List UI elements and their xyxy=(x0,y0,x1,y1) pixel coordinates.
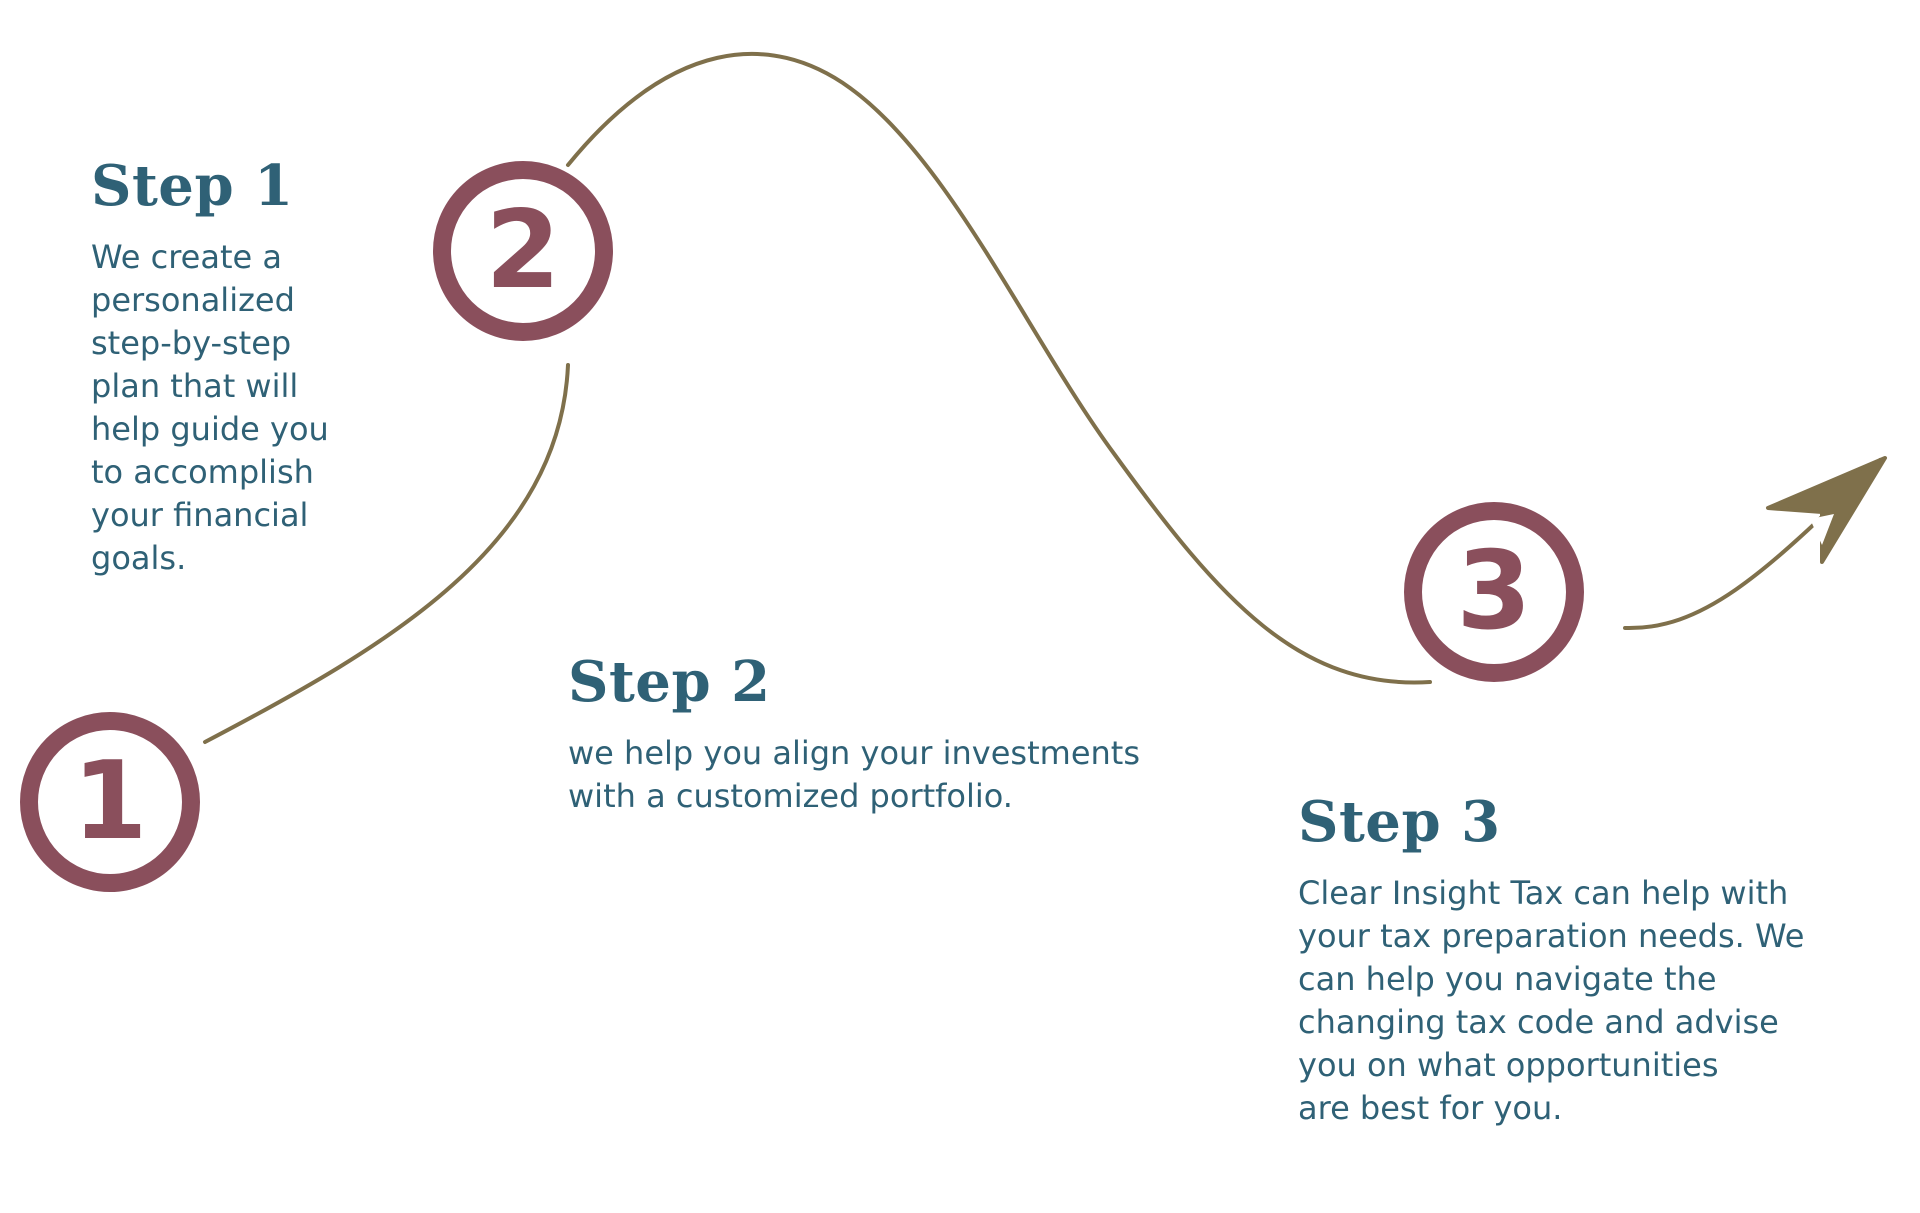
step-1-block: Step 1 We create a personalized step-by-… xyxy=(91,153,411,580)
step-3-number: 3 xyxy=(1456,529,1532,654)
step-2-description: we help you align your investments with … xyxy=(568,733,1140,815)
arrowhead-icon xyxy=(1766,456,1887,564)
step-2-circle: 2 xyxy=(433,161,613,341)
step-1-circle: 1 xyxy=(20,712,200,892)
step-1-description: We create a personalized step-by-step pl… xyxy=(91,237,329,577)
step-1-number: 1 xyxy=(72,739,148,864)
arrowhead-notch xyxy=(1810,514,1834,545)
step-3-title: Step 3 xyxy=(1298,789,1501,855)
step-3-description: Clear Insight Tax can help with your tax… xyxy=(1298,873,1805,1127)
step-2-title: Step 2 xyxy=(568,649,771,715)
step-2-block: Step 2 we help you align your investment… xyxy=(568,649,1268,818)
step-3-block: Step 3 Clear Insight Tax can help with y… xyxy=(1298,789,1898,1130)
journey-path xyxy=(203,51,1882,744)
step-2-number: 2 xyxy=(485,188,561,313)
step-3-circle: 3 xyxy=(1404,502,1584,682)
step-1-title: Step 1 xyxy=(91,153,294,219)
